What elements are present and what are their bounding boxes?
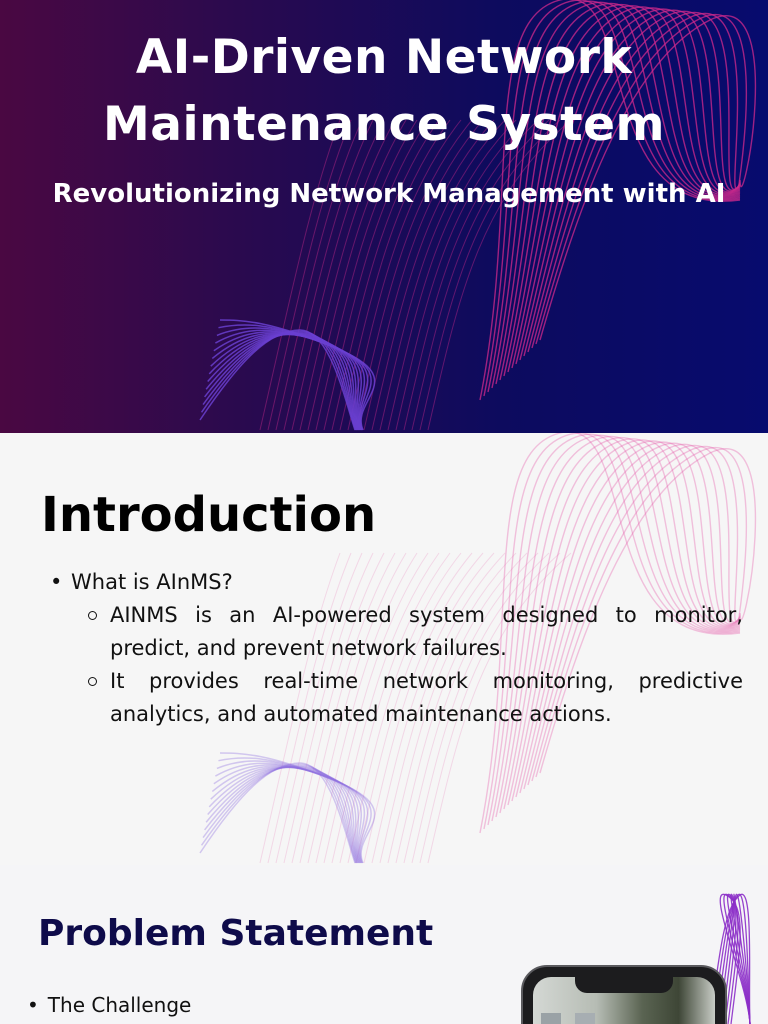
- wave-line: [200, 330, 357, 431]
- wave-line: [200, 763, 357, 864]
- bullet-text: The Challenge: [47, 993, 192, 1017]
- wave-line: [721, 893, 751, 1024]
- wave-line: [411, 119, 550, 431]
- wave-line: [207, 766, 359, 864]
- wave-line: [479, 0, 741, 401]
- sub-bullet-text: It provides real-time network monitoring…: [110, 669, 743, 726]
- wave-line: [307, 119, 407, 431]
- wave-line: [724, 893, 751, 1024]
- wave-line: [531, 13, 741, 349]
- wave-line: [315, 119, 418, 431]
- wave-line: [363, 119, 484, 431]
- presentation-title: AI-Driven Network Maintenance System: [0, 24, 768, 158]
- phone-notch: [575, 977, 673, 993]
- wave-line: [419, 119, 561, 431]
- wave-line: [202, 764, 357, 864]
- bullet-list: What is AInMS? AINMS is an AI-powered sy…: [50, 566, 743, 731]
- problem-statement-heading: Problem Statement: [38, 913, 434, 954]
- bullet-item: What is AInMS?: [50, 566, 743, 599]
- wave-line: [204, 332, 358, 431]
- wave-line: [519, 9, 741, 361]
- wave-line: [427, 119, 572, 431]
- wave-line: [211, 765, 361, 864]
- title-line-2: Maintenance System: [103, 97, 665, 152]
- wave-line: [202, 331, 357, 431]
- wave-line: [291, 119, 385, 431]
- wave-line: [499, 3, 741, 381]
- title-slide: AI-Driven Network Maintenance System Rev…: [0, 0, 768, 433]
- wave-line: [483, 0, 741, 397]
- wave-line: [219, 319, 376, 431]
- wave-lines-decoration: [199, 0, 757, 431]
- wave-line: [535, 14, 748, 345]
- wave-line: [511, 7, 741, 369]
- bullet-icon: •: [27, 993, 39, 1017]
- bullet-text: What is AInMS?: [71, 570, 233, 594]
- wave-line: [712, 893, 751, 1024]
- presentation-subtitle: Revolutionizing Network Management with …: [52, 179, 726, 209]
- wave-line: [355, 119, 473, 431]
- wave-line: [503, 5, 741, 377]
- wave-line: [539, 15, 757, 341]
- sub-bullet-item: AINMS is an AI-powered system designed t…: [50, 599, 743, 665]
- wave-line: [219, 752, 376, 864]
- wave-line: [487, 0, 741, 393]
- wave-line: [523, 10, 741, 357]
- wave-line: [491, 1, 741, 389]
- wave-line: [723, 893, 751, 1024]
- wave-line: [347, 119, 462, 431]
- wave-line: [215, 762, 366, 864]
- wave-line: [267, 119, 352, 431]
- wave-line: [299, 119, 396, 431]
- wave-line: [339, 119, 451, 431]
- sub-bullet-item: It provides real-time network monitoring…: [50, 665, 743, 731]
- wave-line: [539, 448, 757, 774]
- wave-line: [218, 757, 372, 864]
- wave-line: [275, 119, 363, 431]
- wave-line: [199, 762, 356, 864]
- hollow-bullet-icon: [88, 677, 97, 686]
- wave-line: [216, 760, 369, 864]
- wave-line: [323, 119, 429, 431]
- wave-line: [507, 6, 741, 373]
- wave-line: [527, 11, 741, 353]
- wave-line: [199, 329, 356, 431]
- introduction-heading: Introduction: [41, 487, 377, 543]
- wave-line: [213, 764, 362, 864]
- wave-line: [495, 2, 741, 385]
- wave-line: [719, 893, 751, 1024]
- wave-line: [205, 333, 359, 431]
- wave-line: [715, 893, 751, 1024]
- wave-line: [718, 893, 751, 1024]
- problem-statement-slide: Problem Statement • The Challenge: [0, 865, 768, 1024]
- bullet-item: • The Challenge: [27, 992, 191, 1018]
- wave-line: [205, 766, 359, 864]
- wave-line: [379, 119, 506, 431]
- wave-line: [395, 119, 528, 431]
- sub-bullet-text: AINMS is an AI-powered system designed t…: [110, 603, 743, 660]
- wave-line: [387, 119, 517, 431]
- wave-line: [204, 765, 358, 864]
- wave-line: [208, 766, 360, 864]
- wave-line: [403, 119, 539, 431]
- wave-line: [259, 119, 341, 431]
- hollow-bullet-icon: [88, 611, 97, 620]
- wave-line: [515, 8, 741, 365]
- title-line-1: AI-Driven Network: [135, 30, 633, 85]
- phone-image: [521, 965, 727, 1024]
- wave-lines-decoration: [709, 893, 751, 1024]
- wave-line: [371, 119, 495, 431]
- introduction-slide: Introduction What is AInMS? AINMS is an …: [0, 433, 768, 865]
- wave-line: [283, 119, 374, 431]
- wave-line: [210, 766, 361, 864]
